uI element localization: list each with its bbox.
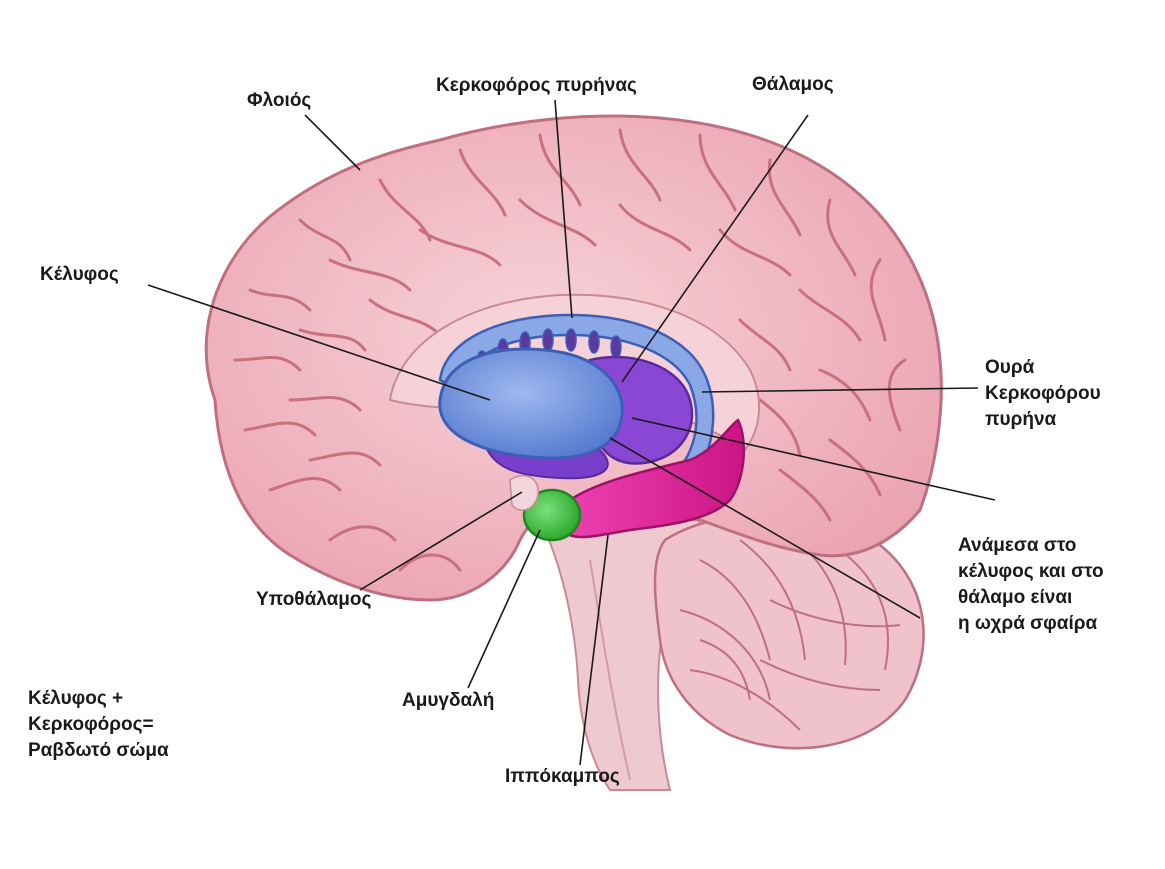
leader-line-caudate-tail — [701, 387, 979, 393]
label-hypothalamus: Υποθάλαμος — [256, 589, 372, 610]
label-caudate-tail-line-3: πυρήνα — [985, 409, 1057, 430]
leader-line-cortex — [304, 114, 361, 171]
label-striatum-line-1: Κέλυφος + — [28, 688, 124, 709]
label-cortex: Φλοιός — [247, 90, 312, 111]
leader-line-caudate — [554, 99, 573, 319]
label-pallidus-line-3: θάλαμο είναι — [958, 587, 1073, 608]
label-hippocampus: Ιππόκαμπος — [505, 766, 620, 787]
label-amygdala: Αμυγδαλή — [402, 690, 495, 711]
label-pallidus-line-1: Ανάμεσα στο — [958, 535, 1077, 556]
label-pallidus-line-4: η ωχρά σφαίρα — [958, 613, 1098, 634]
cerebellum — [653, 513, 925, 750]
leader-line-hypothalamus — [359, 491, 523, 591]
leader-line-amygdala — [467, 529, 541, 689]
label-thalamus: Θάλαμος — [752, 74, 834, 95]
label-striatum-note: Κέλυφος + Κερκοφόρος= Ραβδωτό σώμα — [28, 686, 169, 764]
label-caudate-tail-line-1: Ουρά — [985, 357, 1035, 378]
label-caudate-nucleus: Κερκοφόρος πυρήνας — [436, 75, 637, 96]
label-caudate-tail-line-2: Κερκοφόρου — [985, 383, 1101, 404]
label-striatum-line-2: Κερκοφόρος= — [28, 714, 154, 735]
label-putamen: Κέλυφος — [40, 264, 119, 285]
leader-line-pallidum-a — [631, 417, 996, 501]
hypothalamus — [509, 474, 539, 511]
leader-line-thalamus — [621, 114, 809, 383]
amygdala — [522, 488, 582, 542]
label-pallidus-line-2: κέλυφος και στο — [958, 561, 1104, 582]
label-caudate-tail: Ουρά Κερκοφόρου πυρήνα — [985, 355, 1101, 433]
leader-line-hippocampus — [579, 534, 609, 766]
label-striatum-line-3: Ραβδωτό σώμα — [28, 740, 169, 761]
putamen — [438, 347, 624, 460]
label-globus-pallidus-note: Ανάμεσα στο κέλυφος και στο θάλαμο είναι… — [958, 533, 1104, 637]
leader-line-pallidum-b — [609, 437, 921, 619]
leader-lines — [147, 99, 996, 766]
leader-line-putamen — [147, 284, 491, 401]
